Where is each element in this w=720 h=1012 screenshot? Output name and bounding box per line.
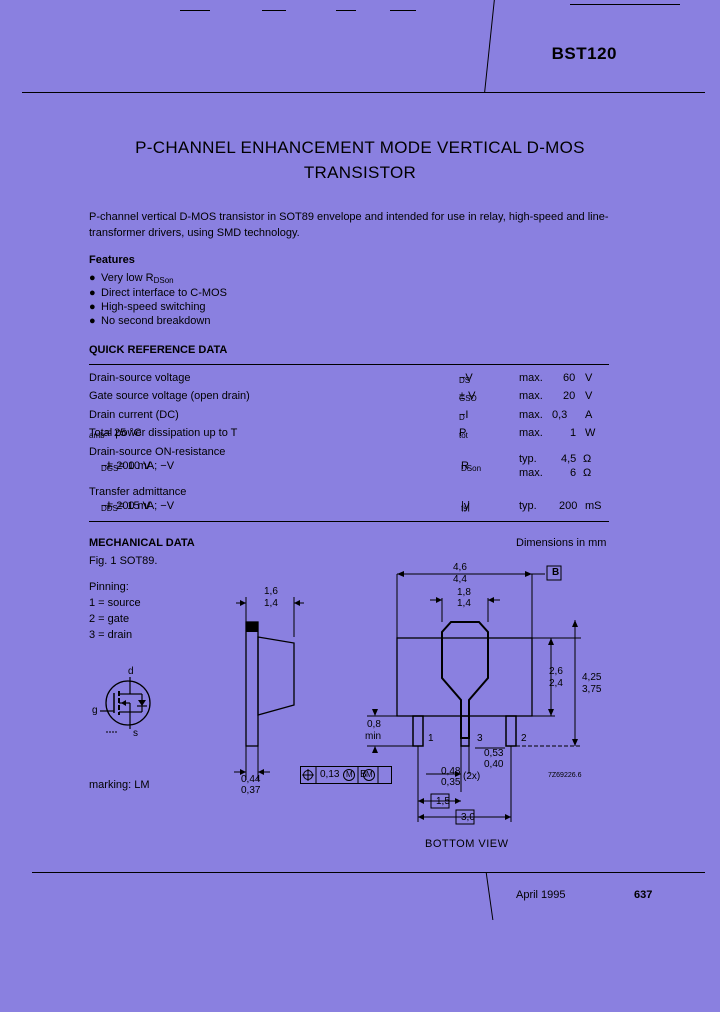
feature-item: ●Very low RDSon [89,272,174,285]
qrd-row: Drain-source ON-resistance [89,446,226,458]
dim-label: 1,5 [436,796,450,807]
pin-item: 2 = gate [89,613,130,625]
dim-label: 1,6 [264,586,278,597]
dim-label: 0,37 [241,785,261,796]
dim-label: 3,75 [582,684,602,695]
part-number: BST120 [551,44,617,63]
footer-date: April 1995 [516,889,566,901]
mechanical-heading: MECHANICAL DATA [89,537,195,549]
features-heading: Features [89,254,135,266]
pin-item: 1 = source [89,597,141,609]
dim-label: 0,8 [367,719,381,730]
feature-item: ●Direct interface to C-MOS [89,287,227,299]
header-mark [336,10,356,11]
header-mark [570,4,680,5]
page-title: P-CHANNEL ENHANCEMENT MODE VERTICAL D-MO… [135,138,585,157]
footer-rule [32,872,705,873]
pin-number: 1 [428,733,434,744]
intro-paragraph: P-channel vertical D-MOS transistor in S… [89,211,609,239]
dim-label: min [365,731,382,742]
mosfet-symbol-icon [100,677,151,733]
pin-number: 3 [477,733,483,744]
bottom-view-drawing [367,565,581,825]
qrd-bottom-rule [89,521,609,522]
pinning-heading: Pinning: [89,581,129,593]
symbol-label-g: g [92,705,98,716]
figure-caption: Fig. 1 SOT89. [89,555,158,567]
tolerance-m2: M [366,770,373,779]
dim-label: 0,35 [441,777,461,788]
dim-label: 0,48 [441,766,461,777]
tolerance-ref: B [360,769,367,780]
dim-label: 2,6 [549,666,563,677]
quick-reference-heading: QUICK REFERENCE DATA [89,344,228,356]
pin-number: 2 [521,733,527,744]
header-rule [22,92,705,93]
tolerance-frame [300,766,392,784]
dim-label: 4,6 [453,562,467,573]
feature-item: ●High-speed switching [89,301,206,313]
header-mark [262,10,286,11]
tolerance-value: 0,13 [320,769,340,780]
side-view-drawing [234,597,304,780]
marking-label: marking: LM [89,779,150,791]
datum-label: B [552,567,560,578]
qrd-top-rule [89,364,609,365]
symbol-label-d: d [128,666,134,677]
dim-label: 4,25 [582,672,602,683]
dim-label: 1,8 [457,587,471,598]
dim-label: 4,4 [453,574,467,585]
dim-label: 0,53 [484,748,504,759]
header-divider [484,0,495,92]
tolerance-m: M [346,770,353,779]
header-mark [180,10,210,11]
qrd-row: Transfer admittance [89,486,187,498]
page-title-line2: TRANSISTOR [303,163,417,182]
dim-label: 0,44 [241,774,261,785]
dim-label: 2,4 [549,678,563,689]
dimensions-note: Dimensions in mm [516,537,607,549]
dim-label: 1,4 [264,598,278,609]
dim-label: 0,40 [484,759,504,770]
dim-label: 1,4 [457,598,471,609]
page-number: 637 [634,889,653,901]
view-label: BOTTOM VIEW [425,838,509,850]
symbol-label-s: s [133,728,138,739]
qrd-row: typ. 4,5 Ω [519,453,592,465]
drawing-code: 7Z69226.6 [548,772,582,779]
dim-label: (2x) [463,771,481,782]
footer-divider [485,872,494,920]
dim-label: 3,0 [461,812,475,823]
qrd-row: max. 6 Ω [519,467,592,479]
pin-item: 3 = drain [89,629,133,641]
feature-item: ●No second breakdown [89,315,211,327]
header-mark [390,10,416,11]
